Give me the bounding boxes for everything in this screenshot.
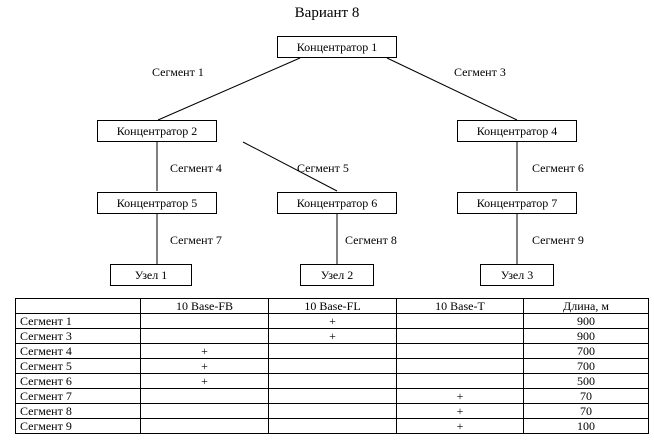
header-cell: 10 Base-FL <box>268 298 397 314</box>
table-cell <box>396 373 524 389</box>
table-cell <box>140 418 269 434</box>
length-cell: 70 <box>523 403 649 419</box>
table-row: Сегмент 7 + 70 <box>15 388 649 404</box>
table-cell <box>140 388 269 404</box>
segment-name-cell: Сегмент 5 <box>15 358 141 374</box>
segment-5-label: Сегмент 5 <box>297 161 349 175</box>
segment-4-label: Сегмент 4 <box>170 161 222 175</box>
node-1: Узел 1 <box>110 264 192 286</box>
header-cell: Длина, м <box>523 298 649 314</box>
table-cell <box>268 418 397 434</box>
table-cell: + <box>268 313 397 329</box>
segment-name-cell: Сегмент 1 <box>15 313 141 329</box>
length-cell: 900 <box>523 328 649 344</box>
hub-1: Концентратор 1 <box>277 36 397 58</box>
table-row: Сегмент 8 + 70 <box>15 403 649 419</box>
segment-8-label: Сегмент 8 <box>345 233 397 247</box>
segment-name-cell: Сегмент 3 <box>15 328 141 344</box>
table-cell: + <box>396 403 524 419</box>
table-cell <box>396 358 524 374</box>
table-cell <box>140 313 269 329</box>
node-2: Узел 2 <box>300 264 374 286</box>
table-header-row: 10 Base-FB 10 Base-FL 10 Base-T Длина, м <box>15 298 649 314</box>
table-cell <box>268 343 397 359</box>
length-cell: 70 <box>523 388 649 404</box>
table-cell: + <box>140 373 269 389</box>
length-cell: 100 <box>523 418 649 434</box>
table-cell <box>268 358 397 374</box>
table-cell: + <box>396 418 524 434</box>
segment-name-cell: Сегмент 7 <box>15 388 141 404</box>
hub-6: Концентратор 6 <box>277 192 397 214</box>
table-cell: + <box>396 388 524 404</box>
table-row: Сегмент 4 + 700 <box>15 343 649 359</box>
header-cell: 10 Base-T <box>396 298 524 314</box>
segment-9-label: Сегмент 9 <box>532 233 584 247</box>
hub-5: Концентратор 5 <box>97 192 217 214</box>
segment-name-cell: Сегмент 8 <box>15 403 141 419</box>
segment-7-label: Сегмент 7 <box>170 233 222 247</box>
length-cell: 700 <box>523 358 649 374</box>
segment-name-cell: Сегмент 6 <box>15 373 141 389</box>
table-cell <box>268 403 397 419</box>
table-cell: + <box>140 358 269 374</box>
table-row: Сегмент 3 + 900 <box>15 328 649 344</box>
link-segment-5 <box>242 141 338 192</box>
length-cell: 500 <box>523 373 649 389</box>
table-cell: + <box>268 328 397 344</box>
table-cell <box>396 313 524 329</box>
segment-6-label: Сегмент 6 <box>532 161 584 175</box>
hub-4: Концентратор 4 <box>457 120 577 142</box>
segments-table: 10 Base-FB 10 Base-FL 10 Base-T Длина, м… <box>15 298 649 434</box>
header-cell <box>15 298 141 314</box>
table-cell: + <box>140 343 269 359</box>
node-3: Узел 3 <box>480 264 554 286</box>
table-cell <box>140 403 269 419</box>
hub-7: Концентратор 7 <box>457 192 577 214</box>
segment-name-cell: Сегмент 4 <box>15 343 141 359</box>
connection-lines <box>156 57 518 264</box>
table-row: Сегмент 5 + 700 <box>15 358 649 374</box>
table-cell <box>140 328 269 344</box>
table-row: Сегмент 9 + 100 <box>15 418 649 434</box>
table-cell <box>268 373 397 389</box>
segment-3-label: Сегмент 3 <box>454 65 506 79</box>
table-cell <box>396 343 524 359</box>
table-row: Сегмент 1 + 900 <box>15 313 649 329</box>
segment-name-cell: Сегмент 9 <box>15 418 141 434</box>
table-cell <box>396 328 524 344</box>
segment-1-label: Сегмент 1 <box>152 65 204 79</box>
table-row: Сегмент 6 + 500 <box>15 373 649 389</box>
header-cell: 10 Base-FB <box>140 298 269 314</box>
page-title: Вариант 8 <box>294 5 360 21</box>
length-cell: 900 <box>523 313 649 329</box>
table-cell <box>268 388 397 404</box>
link-segment-1 <box>157 57 301 121</box>
length-cell: 700 <box>523 343 649 359</box>
link-segment-3 <box>386 57 518 121</box>
hub-2: Концентратор 2 <box>97 120 217 142</box>
